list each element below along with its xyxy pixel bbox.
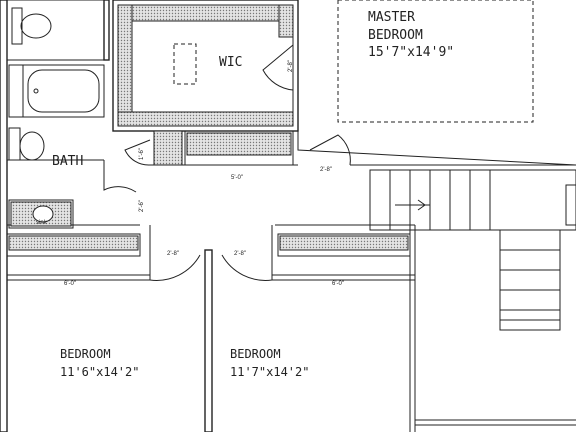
doors <box>103 134 351 281</box>
bath-label: BATH <box>52 154 83 169</box>
toilet-icon <box>20 13 52 39</box>
master-door[interactable] <box>309 134 351 166</box>
hall-closet-dim: 5'-0" <box>231 175 243 181</box>
bedroom-right-door[interactable] <box>221 225 273 281</box>
master-bedroom-label-2: BEDROOM <box>368 28 423 43</box>
bedroom-right-label: BEDROOM <box>230 347 281 361</box>
attic-access <box>173 43 197 85</box>
stairs <box>369 169 576 331</box>
closet-right-dim: 6'-0" <box>332 281 344 287</box>
bedroom-left-size: 11'6"x14'2" <box>60 365 139 379</box>
wic-shelves <box>117 4 294 127</box>
wic-label: WIC <box>219 55 242 70</box>
master-bedroom-size: 15'7"x14'9" <box>368 45 454 60</box>
vanity-label: sink <box>36 220 48 226</box>
bedroom-left-door-dim: 2'-8" <box>167 251 179 257</box>
hall-closets <box>124 130 294 166</box>
bedroom-closets <box>6 233 411 257</box>
sink-icon <box>32 205 54 223</box>
bedroom-right-door-dim: 2'-8" <box>234 251 246 257</box>
arrow-right-icon <box>417 199 426 211</box>
master-bedroom-label: MASTER <box>368 10 415 25</box>
bath-fixtures: sink <box>6 0 105 229</box>
linen-door-dim: 1'-6" <box>139 148 145 160</box>
closet-left-dim: 6'-0" <box>64 281 76 287</box>
bathtub-icon <box>27 69 100 113</box>
bath-door[interactable] <box>103 160 137 193</box>
bath-door-dim: 2'-6" <box>139 200 145 212</box>
master-tray-ceiling <box>337 0 534 123</box>
master-door-dim: 2'-8" <box>320 167 332 173</box>
bedroom-left-label: BEDROOM <box>60 347 111 361</box>
linen-door[interactable] <box>124 139 151 166</box>
bedroom-left-door[interactable] <box>149 225 201 281</box>
wic-door[interactable] <box>262 44 294 91</box>
toilet-icon <box>19 131 45 161</box>
bedroom-right-size: 11'7"x14'2" <box>230 365 309 379</box>
wic-door-dim: 2'-8" <box>288 60 294 72</box>
